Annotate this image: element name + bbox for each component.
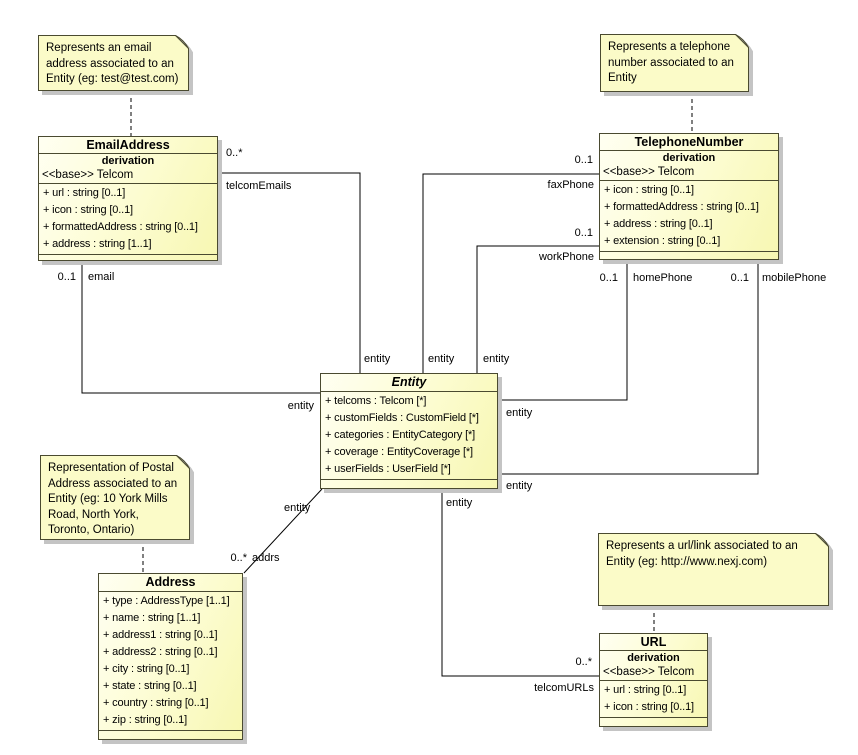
role-label: email (88, 271, 115, 283)
note-text: Represents a url/link associated to an E… (606, 540, 798, 568)
class-telephonenumber[interactable]: TelephoneNumber derivation <<base>> Telc… (599, 133, 779, 260)
attribute: + telcoms : Telcom [*] (325, 395, 427, 407)
attribute: + extension : string [0..1] (604, 235, 721, 247)
note-email-address[interactable]: Represents an email address associated t… (38, 35, 189, 91)
attribute: + type : AddressType [1..1] (103, 595, 230, 607)
derivation-label: derivation (101, 155, 155, 167)
class-title: URL (600, 634, 707, 651)
multiplicity-label: 0..* (575, 656, 592, 668)
association-mobilePhone-line (498, 260, 758, 474)
role-label: entity (506, 407, 533, 419)
attribute: + zip : string [0..1] (103, 714, 187, 726)
role-label: entity (428, 353, 455, 365)
class-title: Address (99, 574, 242, 592)
association-addrs-line (244, 489, 322, 573)
note-shape (600, 34, 749, 92)
attribute: + state : string [0..1] (103, 680, 197, 692)
multiplicity-label: 0..1 (57, 271, 76, 283)
note-shape (38, 35, 189, 91)
attribute: + coverage : EntityCoverage [*] (325, 446, 473, 458)
association-telcomURLs-line (442, 489, 599, 676)
attributes-compartment: + url : string [0..1] + icon : string [0… (600, 681, 707, 718)
attributes-compartment: + telcoms : Telcom [*] + customFields : … (321, 392, 497, 480)
multiplicity-label: 0..1 (574, 154, 593, 166)
note-text: Represents an email address associated t… (46, 42, 179, 85)
role-label: homePhone (633, 272, 693, 284)
note-text: Represents a telephone number associated… (608, 41, 734, 84)
association-telcomEmails-line (218, 173, 360, 373)
note-postal-address[interactable]: Representation of Postal Address associa… (40, 455, 190, 540)
multiplicity-label: 0..1 (574, 227, 593, 239)
derivation-label: derivation (662, 152, 716, 164)
multiplicity-label: 0..1 (730, 272, 749, 284)
association-workPhone-line (477, 246, 599, 373)
attribute: + country : string [0..1] (103, 697, 209, 709)
attributes-compartment: + type : AddressType [1..1] + name : str… (99, 592, 242, 731)
multiplicity-label: 0..* (226, 147, 243, 159)
role-label: entity (506, 480, 533, 492)
association-homePhone-line (498, 260, 627, 400)
attribute: + icon : string [0..1] (604, 184, 694, 196)
role-label: addrs (252, 552, 280, 564)
attribute: + customFields : CustomField [*] (325, 412, 479, 424)
attribute: + address : string [0..1] (604, 218, 713, 230)
attribute: + city : string [0..1] (103, 663, 190, 675)
class-address[interactable]: Address + type : AddressType [1..1] + na… (98, 573, 243, 740)
attribute: + url : string [0..1] (604, 684, 687, 696)
attribute: + icon : string [0..1] (43, 204, 133, 216)
role-label: entity (287, 400, 314, 412)
role-label: entity (364, 353, 391, 365)
attributes-compartment: + icon : string [0..1] + formattedAddres… (600, 181, 778, 252)
note-shape (40, 455, 190, 540)
association-faxPhone-line (423, 174, 599, 373)
class-title: Entity (321, 374, 497, 392)
attribute: + address2 : string [0..1] (103, 646, 218, 658)
base-stereotype: <<base>> Telcom (600, 165, 778, 181)
attribute: + userFields : UserField [*] (325, 463, 451, 475)
association-email-line (82, 261, 320, 393)
attribute: + categories : EntityCategory [*] (325, 429, 476, 441)
class-entity[interactable]: Entity + telcoms : Telcom [*] + customFi… (320, 373, 498, 489)
role-label: telcomURLs (534, 682, 594, 694)
role-label: entity (483, 353, 510, 365)
attribute: + formattedAddress : string [0..1] (604, 201, 759, 213)
class-emailaddress[interactable]: EmailAddress derivation <<base>> Telcom … (38, 136, 218, 261)
role-label: telcomEmails (226, 180, 292, 192)
class-title: TelephoneNumber (600, 134, 778, 151)
role-label: entity (284, 502, 311, 514)
attribute: + url : string [0..1] (43, 187, 126, 199)
role-label: entity (446, 497, 473, 509)
attribute: + address1 : string [0..1] (103, 629, 218, 641)
attribute: + icon : string [0..1] (604, 701, 694, 713)
attributes-compartment: + url : string [0..1] + icon : string [0… (39, 184, 217, 255)
multiplicity-label: 0..1 (599, 272, 618, 284)
note-shape (598, 533, 829, 606)
attribute: + name : string [1..1] (103, 612, 201, 624)
multiplicity-label: 0..* (230, 552, 247, 564)
attribute: + formattedAddress : string [0..1] (43, 221, 198, 233)
attribute: + address : string [1..1] (43, 238, 152, 250)
role-label: workPhone (538, 251, 594, 263)
class-title: EmailAddress (39, 137, 217, 154)
note-url[interactable]: Represents a url/link associated to an E… (598, 533, 829, 606)
class-url[interactable]: URL derivation <<base>> Telcom + url : s… (599, 633, 708, 727)
role-label: mobilePhone (762, 272, 827, 284)
note-telephone-number[interactable]: Represents a telephone number associated… (600, 34, 749, 92)
derivation-label: derivation (627, 652, 680, 664)
role-label: faxPhone (547, 179, 594, 191)
base-stereotype: <<base>> Telcom (600, 665, 707, 681)
note-text: Representation of Postal Address associa… (48, 462, 178, 536)
base-stereotype: <<base>> Telcom (39, 168, 217, 184)
